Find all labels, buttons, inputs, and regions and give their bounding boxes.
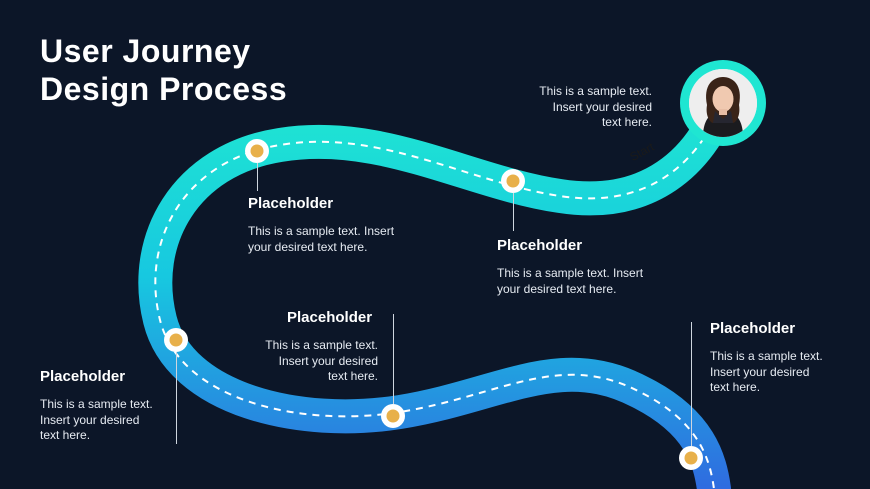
step-5-line: text here. bbox=[710, 380, 761, 394]
step-3-heading: Placeholder bbox=[40, 368, 126, 385]
step-2-line: This is a sample text. Insert bbox=[497, 266, 644, 280]
page-title: User Journey Design Process bbox=[40, 32, 287, 108]
step-5-line: Insert your desired bbox=[710, 364, 810, 379]
milestone-dot-icon bbox=[679, 446, 703, 470]
step-5-heading: Placeholder bbox=[710, 320, 796, 337]
top-note-line: Insert your desired bbox=[552, 99, 652, 114]
leader-line bbox=[393, 314, 394, 404]
step-4-text: This is a sample text. Insert your desir… bbox=[248, 338, 378, 385]
step-2-text: This is a sample text. Insert your desir… bbox=[497, 266, 643, 297]
step-3-line: Insert your desired bbox=[40, 412, 140, 427]
person-portrait-icon bbox=[689, 69, 757, 137]
leader-line bbox=[691, 322, 692, 446]
step-3-text: This is a sample text. Insert your desir… bbox=[40, 397, 153, 444]
leader-line bbox=[176, 352, 177, 444]
leader-line bbox=[513, 193, 514, 231]
step-5-line: This is a sample text. bbox=[710, 349, 823, 363]
step-1-line: This is a sample text. Insert bbox=[248, 224, 395, 238]
step-3-line: text here. bbox=[40, 428, 91, 442]
step-4-line: text here. bbox=[327, 369, 378, 383]
leader-line bbox=[257, 163, 258, 191]
step-1-line: your desired text here. bbox=[248, 239, 368, 254]
milestone-dot-icon bbox=[164, 328, 188, 352]
top-note-line: This is a sample text. bbox=[539, 84, 652, 98]
milestone-dot-icon bbox=[245, 139, 269, 163]
step-3-line: This is a sample text. bbox=[40, 397, 153, 411]
title-line-2: Design Process bbox=[40, 71, 288, 107]
step-1-text: This is a sample text. Insert your desir… bbox=[248, 224, 394, 255]
road-center-dashes bbox=[154, 102, 723, 489]
milestone-dot-icon bbox=[501, 169, 525, 193]
step-5-text: This is a sample text. Insert your desir… bbox=[710, 349, 823, 396]
milestone-dot-icon bbox=[381, 404, 405, 428]
title-line-1: User Journey bbox=[40, 33, 251, 69]
step-2-line: your desired text here. bbox=[497, 281, 617, 296]
step-4-line: This is a sample text. bbox=[265, 338, 378, 352]
step-2-heading: Placeholder bbox=[497, 237, 583, 254]
start-avatar-ring bbox=[680, 60, 766, 146]
top-note: This is a sample text. Insert your desir… bbox=[520, 84, 652, 131]
step-1-heading: Placeholder bbox=[248, 195, 334, 212]
step-4-line: Insert your desired bbox=[278, 353, 378, 368]
step-4-heading: Placeholder bbox=[287, 309, 373, 326]
top-note-line: text here. bbox=[601, 115, 652, 129]
